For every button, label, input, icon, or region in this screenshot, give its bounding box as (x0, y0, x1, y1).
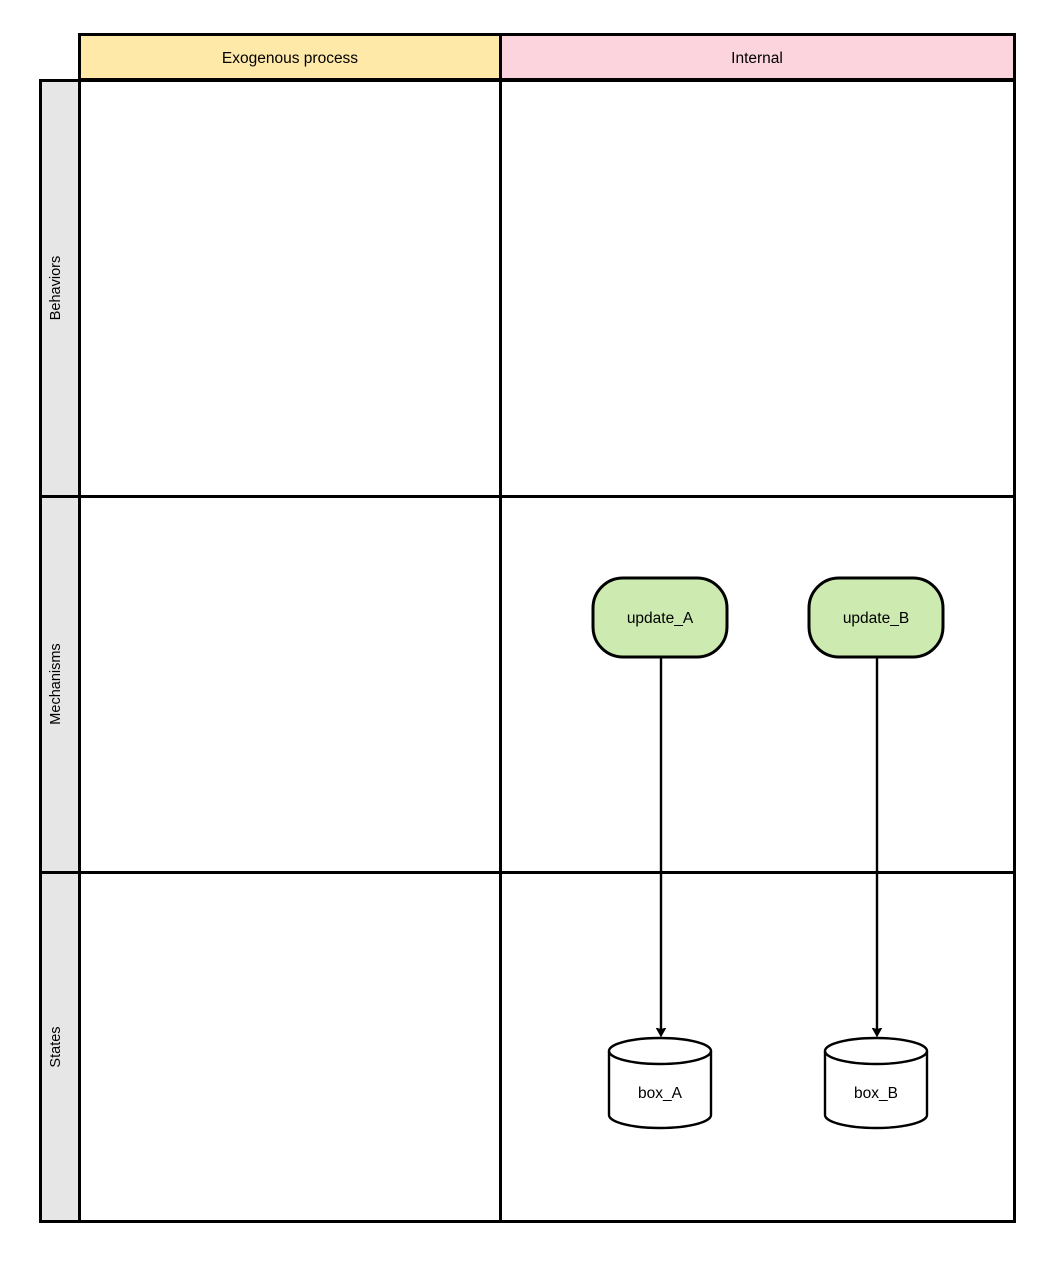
node-box-b[interactable]: box_B (823, 1036, 929, 1130)
cell-states-exogenous[interactable] (78, 871, 502, 1223)
node-box-b-label: box_B (854, 1085, 898, 1102)
node-update-b-shape[interactable] (807, 576, 945, 659)
column-header-exogenous[interactable] (78, 33, 502, 81)
row-header-mechanisms-label: Mechanisms (48, 643, 64, 724)
cell-mechanisms-internal[interactable] (499, 495, 1016, 874)
node-box-b-top-ellipse (823, 1050, 929, 1066)
node-update-a-shape[interactable] (591, 576, 729, 659)
node-box-a-top-ellipse (607, 1050, 713, 1066)
row-header-behaviors-label: Behaviors (48, 256, 64, 320)
cell-behaviors-exogenous[interactable] (78, 79, 502, 498)
row-header-states[interactable] (39, 871, 81, 1223)
node-update-a-label: update_A (627, 610, 694, 627)
edges-layer (661, 657, 877, 1032)
header-row: Exogenous process Internal (78, 33, 1016, 81)
node-box-a[interactable]: box_A (607, 1036, 713, 1130)
matrix-body (78, 79, 1016, 1223)
node-update-a[interactable]: update_A (591, 576, 729, 659)
node-update-b-label: update_B (843, 610, 909, 627)
node-update-b[interactable]: update_B (807, 576, 945, 659)
row-label-column: Behaviors Mechanisms States (39, 79, 81, 1223)
node-box-a-shape[interactable] (607, 1036, 713, 1130)
column-header-exogenous-label: Exogenous process (222, 50, 358, 67)
node-box-b-shape[interactable] (823, 1036, 929, 1130)
cell-mechanisms-exogenous[interactable] (78, 495, 502, 874)
node-box-a-label: box_A (638, 1085, 683, 1102)
cell-states-internal[interactable] (499, 871, 1016, 1223)
column-header-internal-label: Internal (731, 50, 783, 67)
row-header-states-label: States (48, 1026, 64, 1067)
cell-behaviors-internal[interactable] (499, 79, 1016, 498)
